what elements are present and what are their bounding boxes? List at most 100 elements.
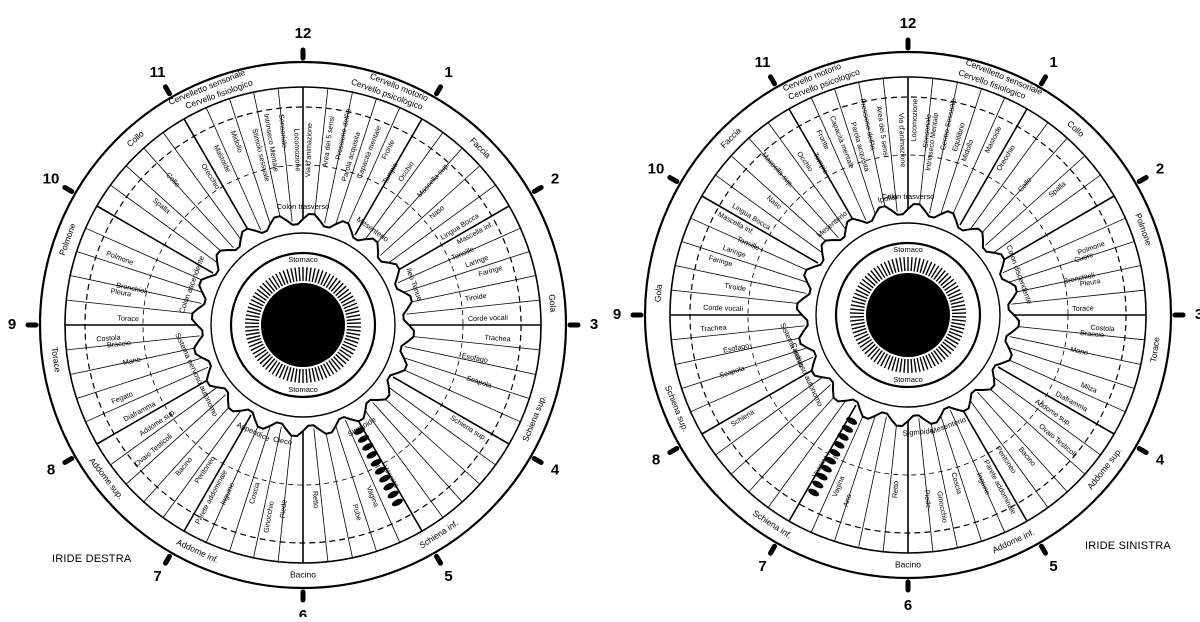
organ-label: Piede: [278, 499, 289, 518]
clock-number: 11: [755, 54, 771, 71]
organ-label: Occhio: [795, 150, 815, 174]
clock-marker: [1139, 178, 1146, 182]
organ-label: Costola: [96, 333, 121, 344]
organ-label: Ovaio Testicoli: [1037, 422, 1078, 459]
vertebra: [807, 487, 820, 498]
iris-fiber: [306, 369, 307, 383]
organ-label: Scapola: [465, 373, 492, 390]
sector-line: [97, 377, 213, 444]
vertebra: [832, 439, 845, 450]
clock-number: 12: [295, 25, 312, 42]
organ-label: Naso: [427, 203, 446, 221]
clock-number: 4: [1156, 451, 1165, 468]
sector-line: [380, 395, 480, 485]
organ-label: Spalla: [1046, 179, 1067, 199]
organ-label: Tempia: [811, 151, 830, 176]
clock-number: 2: [551, 170, 559, 187]
sector-line: [110, 185, 218, 264]
collarette-label: Colon trasverso: [277, 202, 330, 211]
sector-line: [393, 206, 509, 273]
organ-label: Coscia: [949, 471, 964, 495]
stomach-label: Stomaco: [893, 245, 923, 254]
clock-number: 7: [758, 558, 766, 575]
clock-number: 3: [590, 316, 598, 333]
sector-line: [393, 377, 509, 444]
vertebra: [391, 497, 404, 508]
organ-label: Tiroide: [724, 281, 747, 293]
organ-label: Fronte: [379, 138, 396, 161]
clock-number: 2: [1156, 160, 1164, 177]
outer-zone-label: Schiena sup.: [663, 384, 691, 433]
outer-zone-label: Bacino: [290, 569, 316, 579]
organ-label: Polmone: [105, 249, 135, 267]
outer-zone-label: Torace: [49, 346, 62, 373]
sector-line: [702, 196, 818, 263]
sector-line: [969, 122, 1048, 230]
organ-label: Mascella sup.: [760, 150, 796, 189]
iris-fiber: [299, 369, 300, 383]
organ-label: Ano: [841, 493, 854, 508]
organ-label: Mascella sup.: [415, 160, 451, 199]
organ-label: Trachea: [484, 333, 511, 344]
organ-label: Faringe: [477, 263, 503, 278]
organ-label: Occhio: [396, 160, 416, 184]
organ-label: Piede: [922, 489, 933, 508]
clock-marker: [65, 459, 72, 463]
organ-label: Locomozione: [292, 129, 302, 172]
organ-label: Faringe: [708, 253, 734, 268]
outer-zone-label: Addome inf.: [175, 537, 220, 565]
clock-number: 6: [299, 607, 307, 617]
outer-zone-label: Gola: [652, 284, 664, 303]
sector-line: [406, 336, 539, 350]
clock-marker: [1042, 546, 1046, 553]
collarette-label: Ipofisi: [877, 192, 898, 204]
clock-marker: [166, 87, 170, 94]
organ-label: Via d'animazione: [897, 113, 908, 168]
stomach-label: Stomaco: [288, 255, 318, 264]
iris-fiber: [904, 257, 905, 271]
organ-label: Costola: [1090, 323, 1115, 334]
organ-label: Esofago: [722, 341, 750, 355]
organ-label: Via d'animazione: [303, 123, 314, 178]
outer-zone-label: Torace: [1148, 336, 1161, 363]
sector-line: [992, 175, 1100, 254]
iris-fiber: [299, 267, 300, 281]
outer-zone-label: Schiena inf.: [751, 508, 794, 541]
outer-zone-label: Collo: [1065, 118, 1086, 139]
sector-line: [859, 417, 887, 548]
clock-number: 9: [613, 306, 621, 323]
organ-label: Tiroide: [464, 291, 487, 303]
clock-marker: [437, 87, 441, 94]
clock-number: 7: [153, 568, 161, 585]
clock-marker: [1042, 77, 1046, 84]
organ-label: Esofago: [461, 351, 489, 365]
organ-label: Spalla: [151, 196, 172, 216]
sector-line: [1011, 326, 1144, 340]
outer-zone-label: Schiena sup.: [520, 394, 548, 443]
clock-marker: [166, 556, 170, 563]
clock-number: 9: [8, 316, 16, 333]
stomach-label: Stomaco: [893, 375, 923, 384]
organ-label: Retto: [890, 481, 900, 499]
organ-label: Mano: [122, 355, 141, 368]
organ-label: Trachea: [700, 323, 727, 334]
organ-label: Scapola: [718, 363, 745, 380]
organ-label: Orecchio: [994, 143, 1017, 172]
clock-number: 4: [551, 461, 560, 478]
outer-zone-label: Addome inf.: [991, 527, 1036, 555]
stomach-label: Stomaco: [288, 385, 318, 394]
right-iris-caption: IRIDE DESTRA: [52, 553, 131, 565]
iris-fiber: [306, 267, 307, 281]
clock-number: 5: [1049, 558, 1057, 575]
sector-line: [387, 386, 495, 465]
sector-line: [998, 367, 1114, 434]
outer-zone-label: Schiena inf.: [417, 518, 460, 551]
organ-label: Mano: [1070, 345, 1089, 358]
organ-label: Retto: [311, 491, 321, 509]
iris-fiber: [911, 257, 912, 271]
sector-line: [325, 427, 353, 558]
clock-number: 8: [652, 451, 660, 468]
clock-marker: [65, 188, 72, 192]
